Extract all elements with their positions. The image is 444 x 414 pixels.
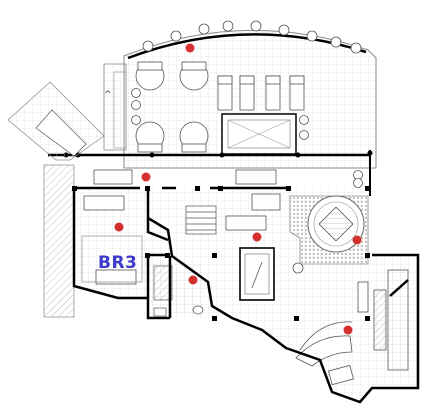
marker-lounge[interactable] [141, 172, 151, 182]
lounge-chairs [135, 61, 209, 153]
columns [72, 186, 370, 321]
marker-terrace[interactable] [185, 43, 195, 53]
pool-table [239, 247, 275, 301]
room-label-br3: BR3 [98, 253, 138, 273]
planter-row-arc [142, 20, 362, 54]
planter-column-left [131, 88, 363, 188]
hall-stair [185, 205, 217, 235]
left-stair [7, 81, 105, 318]
svg-text:^: ^ [104, 90, 112, 100]
marker-bath[interactable] [188, 275, 198, 285]
location-markers [114, 43, 362, 335]
spa [289, 195, 369, 265]
marker-stair-hall[interactable] [252, 232, 262, 242]
marker-br3[interactable] [114, 222, 124, 232]
marker-spa[interactable] [352, 235, 362, 245]
br3-furniture [81, 195, 143, 285]
walls [72, 186, 420, 404]
bath [150, 262, 204, 318]
sun-loungers [217, 75, 305, 111]
terrace-pool [221, 113, 297, 155]
marker-game-room[interactable] [343, 325, 353, 335]
